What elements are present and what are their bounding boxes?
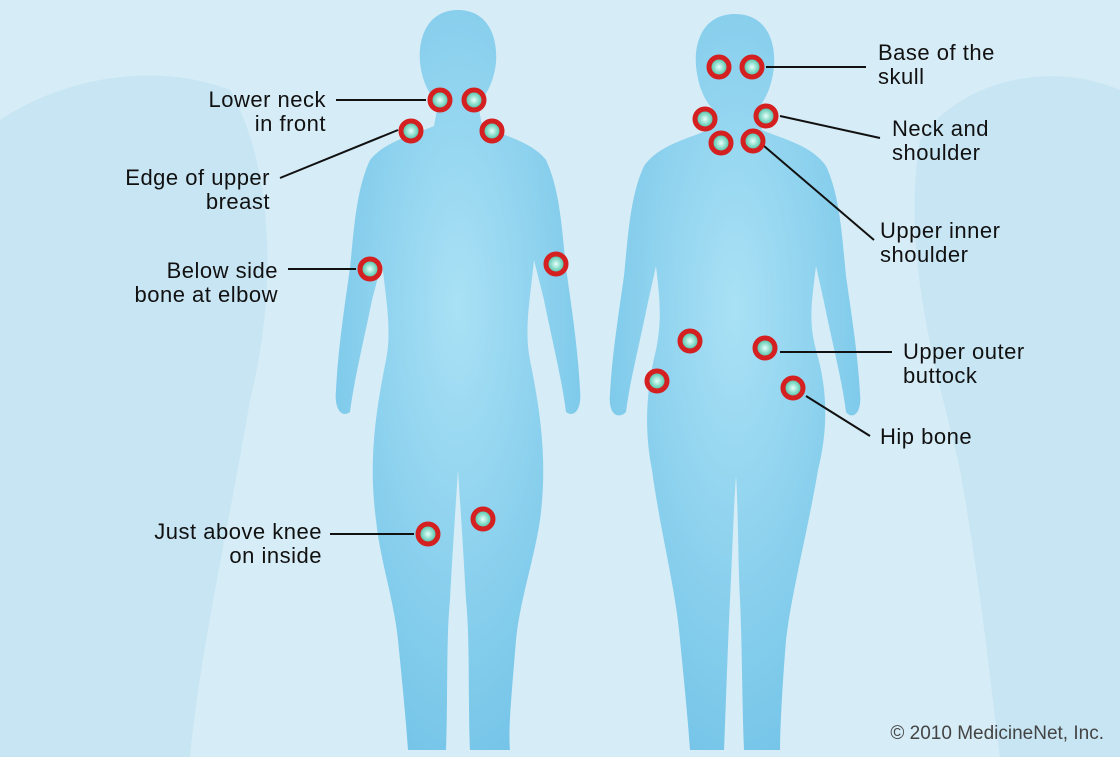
label-skull: Base of the skull bbox=[878, 41, 995, 89]
tender-point-lower-neck-right bbox=[464, 90, 484, 110]
tender-point-hip-left bbox=[647, 371, 667, 391]
label-knee-line2: on inside bbox=[154, 544, 322, 568]
tender-point-neck-shoulder-left bbox=[695, 109, 715, 129]
label-elbow-line2: bone at elbow bbox=[135, 283, 279, 307]
label-upper-breast-line2: breast bbox=[125, 190, 270, 214]
label-elbow-line1: Below side bbox=[135, 259, 279, 283]
label-upper-breast-line1: Edge of upper bbox=[125, 166, 270, 190]
label-inner-shoulder-line2: shoulder bbox=[880, 243, 1000, 267]
label-hip-line1: Hip bone bbox=[880, 425, 972, 449]
tender-point-knee-right bbox=[473, 509, 493, 529]
label-outer-buttock-line2: buttock bbox=[903, 364, 1025, 388]
tender-point-inner-shoulder-left bbox=[711, 133, 731, 153]
tender-point-skull-left bbox=[709, 57, 729, 77]
front-body-figure bbox=[336, 10, 581, 750]
label-skull-line2: skull bbox=[878, 65, 995, 89]
label-knee-line1: Just above knee bbox=[154, 520, 322, 544]
tender-point-buttock-right bbox=[755, 338, 775, 358]
label-outer-buttock: Upper outer buttock bbox=[903, 340, 1025, 388]
label-knee: Just above knee on inside bbox=[154, 520, 322, 568]
label-neck-shoulder-line1: Neck and bbox=[892, 117, 989, 141]
tender-point-upper-breast-left bbox=[401, 121, 421, 141]
tender-point-buttock-left bbox=[680, 331, 700, 351]
label-skull-line1: Base of the bbox=[878, 41, 995, 65]
label-lower-neck-line1: Lower neck bbox=[208, 88, 326, 112]
label-neck-shoulder-line2: shoulder bbox=[892, 141, 989, 165]
label-neck-shoulder: Neck and shoulder bbox=[892, 117, 989, 165]
tender-point-neck-shoulder-right bbox=[756, 106, 776, 126]
tender-point-inner-shoulder-right bbox=[743, 131, 763, 151]
label-inner-shoulder-line1: Upper inner bbox=[880, 219, 1000, 243]
label-upper-breast: Edge of upper breast bbox=[125, 166, 270, 214]
tender-point-hip-right bbox=[783, 378, 803, 398]
label-inner-shoulder: Upper inner shoulder bbox=[880, 219, 1000, 267]
leader-neck-shoulder bbox=[780, 116, 880, 138]
label-lower-neck: Lower neck in front bbox=[208, 88, 326, 136]
copyright-notice: © 2010 MedicineNet, Inc. bbox=[890, 723, 1104, 745]
label-lower-neck-line2: in front bbox=[208, 112, 326, 136]
tender-point-knee-left bbox=[418, 524, 438, 544]
tender-point-elbow-right bbox=[546, 254, 566, 274]
label-hip: Hip bone bbox=[880, 425, 972, 449]
tender-point-lower-neck-left bbox=[430, 90, 450, 110]
tender-point-elbow-left bbox=[360, 259, 380, 279]
label-elbow: Below side bone at elbow bbox=[135, 259, 279, 307]
label-outer-buttock-line1: Upper outer bbox=[903, 340, 1025, 364]
tender-point-upper-breast-right bbox=[482, 121, 502, 141]
tender-point-skull-right bbox=[742, 57, 762, 77]
